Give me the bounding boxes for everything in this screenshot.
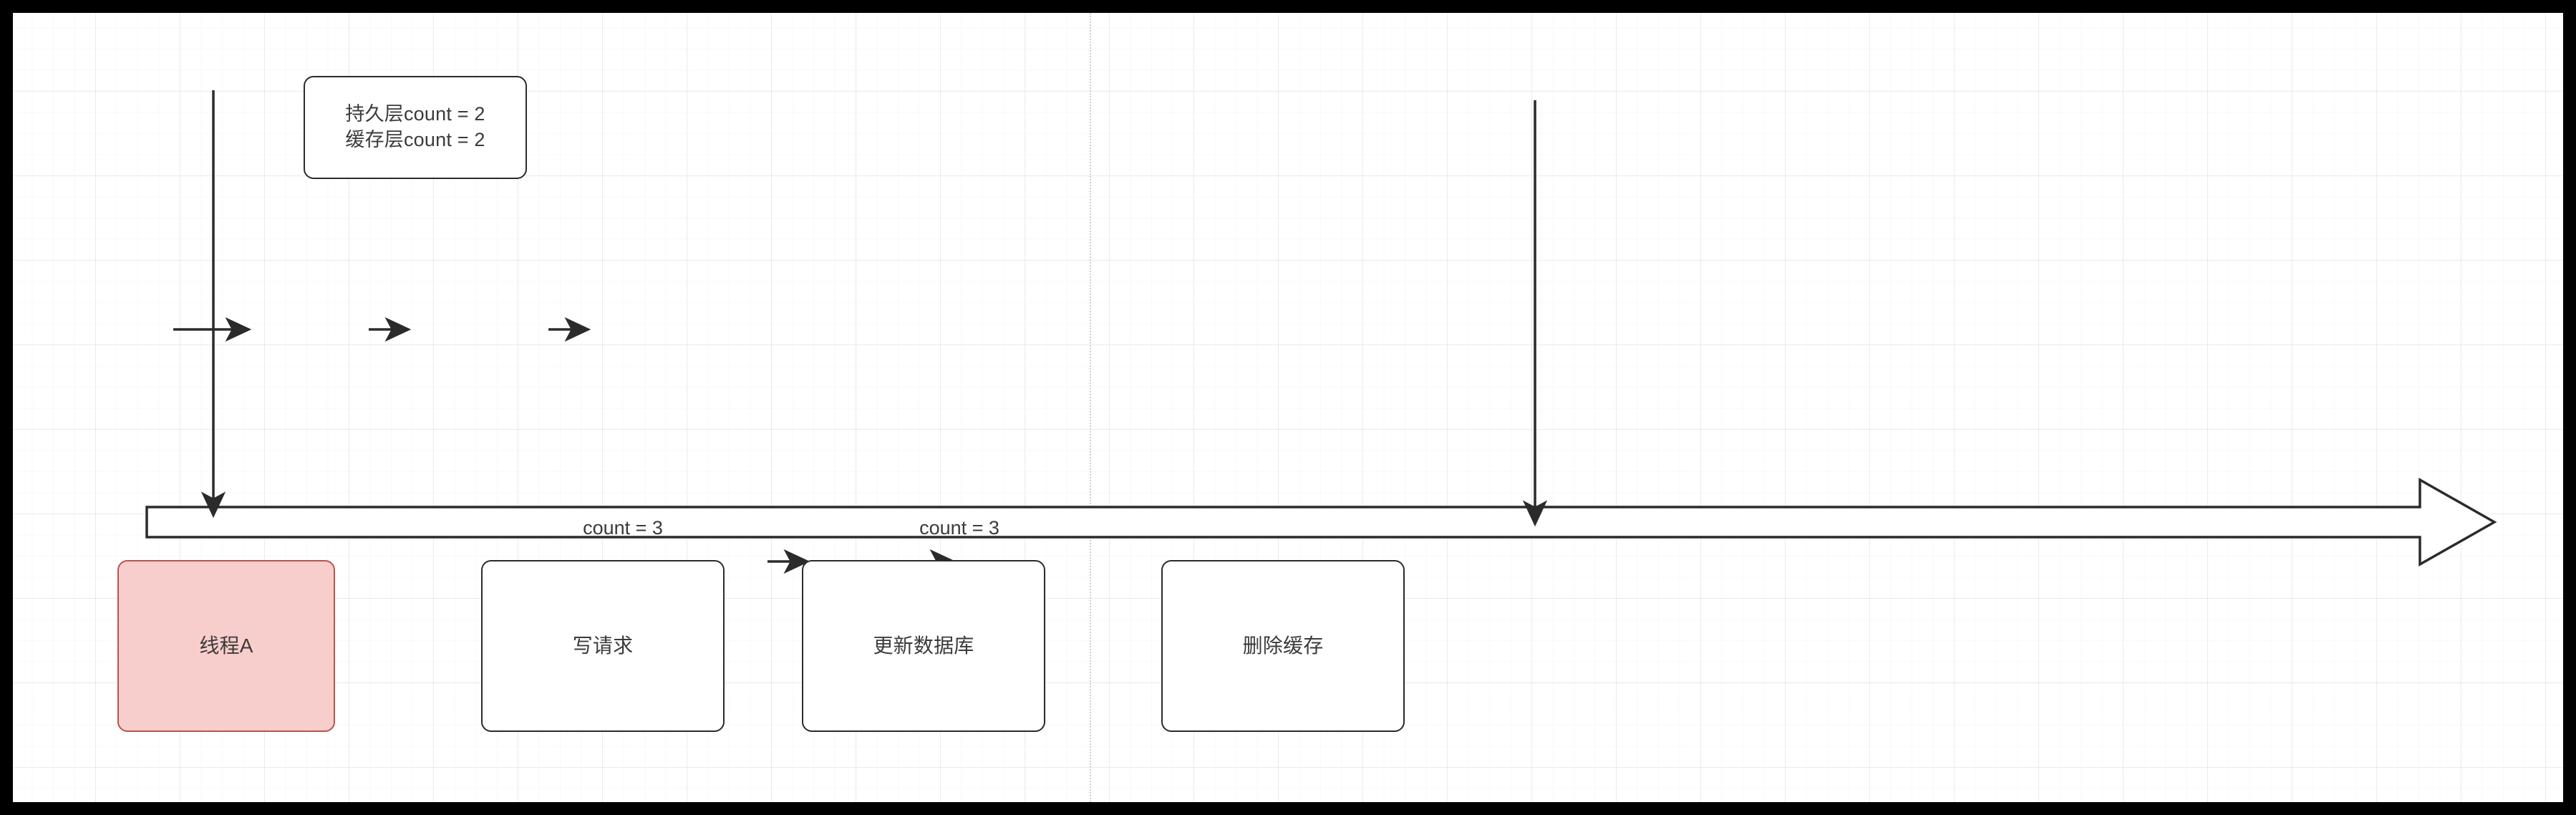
step-write-request[interactable]: 写请求 (481, 560, 725, 732)
page-break-guide-1 (1090, 13, 1091, 802)
step-write-request-label: 写请求 (572, 634, 634, 657)
step-delete-cache[interactable]: 删除缓存 (1161, 560, 1405, 732)
note-left-line-1: 持久层count = 2 (345, 103, 485, 125)
diagram-surface: 持久层count = 2 缓存层count = 2 持久层count = 3 缓… (13, 13, 2563, 802)
note-persistence-cache-count-2: 持久层count = 2 缓存层count = 2 (304, 76, 527, 179)
step-update-database-label: 更新数据库 (873, 634, 974, 657)
edge-label-update-database: count = 3 (919, 517, 999, 539)
step-update-database[interactable]: 更新数据库 (802, 560, 1045, 732)
actor-thread-a-label: 线程A (199, 634, 253, 657)
edge-label-write-request: count = 3 (583, 517, 663, 539)
step-delete-cache-label: 删除缓存 (1242, 634, 1324, 657)
actor-thread-a[interactable]: 线程A (117, 560, 335, 732)
note-left-line-2: 缓存层count = 2 (345, 129, 485, 150)
